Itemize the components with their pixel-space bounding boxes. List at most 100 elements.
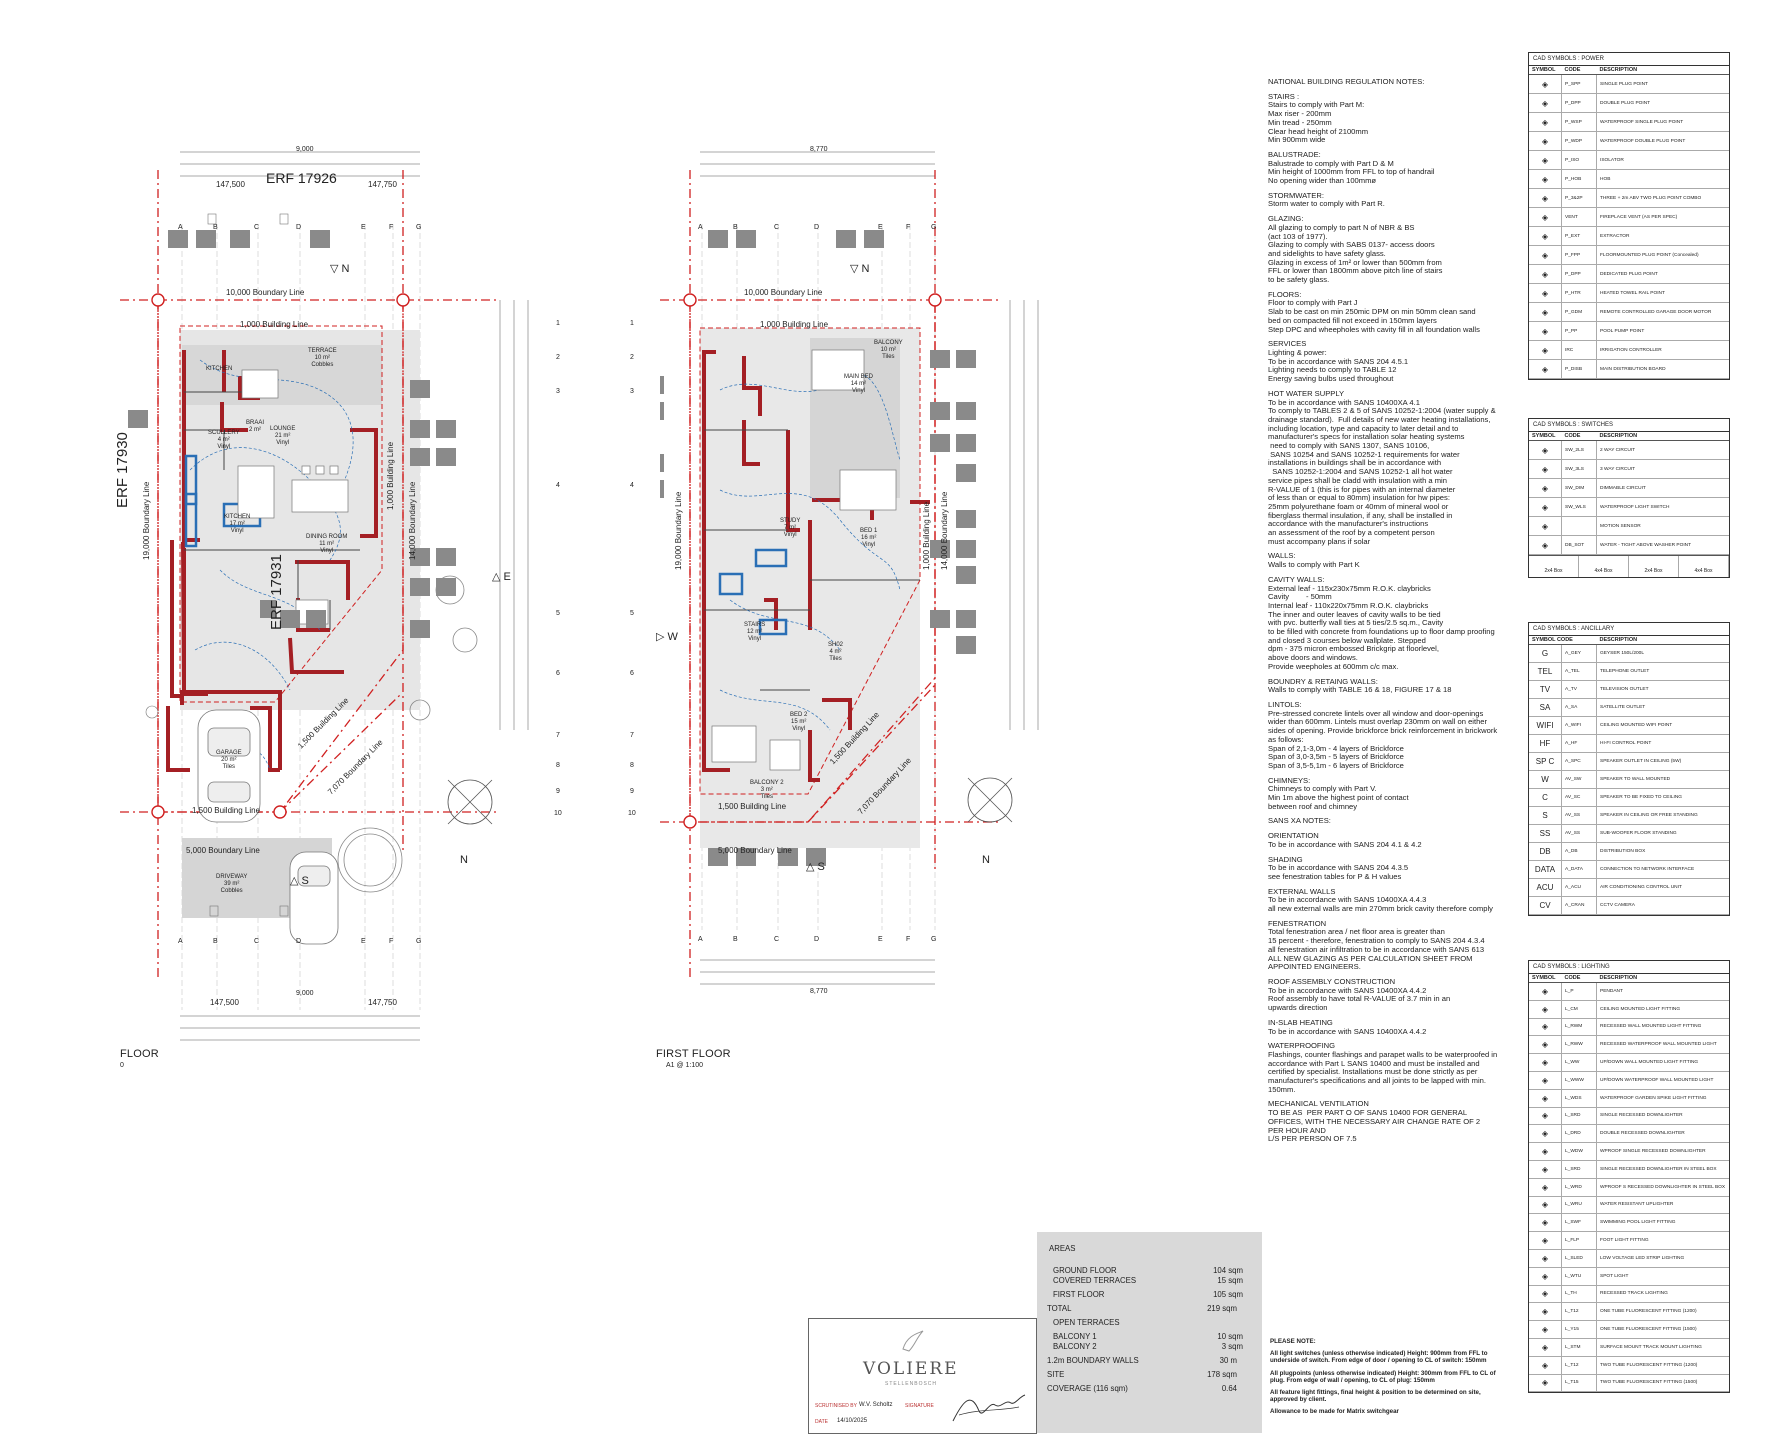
legend-header: CODE	[1561, 974, 1597, 983]
east-mark: △ E	[492, 571, 511, 583]
note-line: To be in accordance with SANS 10400XA 4.…	[1268, 397, 1420, 407]
legend-symbol: CV	[1529, 896, 1562, 915]
legend-description: MAIN DISTRIBUTION BOARD	[1596, 359, 1729, 379]
area-value: 30 m	[1219, 1356, 1237, 1365]
note-section: BOUNDRY & RETAING WALLS:Walls to comply …	[1268, 676, 1508, 695]
note-line: Internal leaf - 110x220x75mm R.O.K. clay…	[1268, 600, 1429, 610]
legend-symbol: TV	[1529, 680, 1562, 699]
note-line: dpm - 375 micron embossed Brickgrip at f…	[1268, 644, 1439, 654]
grid-col-e: E	[361, 224, 366, 231]
north-arrow-letter: N	[982, 854, 990, 866]
legend-symbol-icon: ◈	[1529, 459, 1562, 479]
area-value: 105 sqm	[1213, 1290, 1243, 1299]
legend-description: WPROOF SINGLE RECESSED DOWNLIGHTER	[1596, 1142, 1729, 1161]
note-line: Energy saving bulbs used throughout	[1268, 374, 1394, 384]
scrutinised-value: W.V. Scholtz	[859, 1402, 893, 1408]
area-label: BALCONY 1	[1053, 1332, 1097, 1341]
legend-description: WATER RESISTANT UPLIGHTER	[1596, 1196, 1729, 1215]
overall-width-bottom: 8,770	[810, 988, 828, 995]
legend-description: MOTION SENSOR	[1596, 516, 1729, 536]
note-title: BOUNDRY & RETAING WALLS:	[1268, 676, 1378, 686]
legend-code: A_TV	[1561, 680, 1597, 699]
legend-code: P_DISB	[1561, 359, 1597, 379]
note-line: To be in accordance with SANS 10400XA 4.…	[1268, 985, 1427, 995]
note-title: FENESTRATION	[1268, 918, 1327, 928]
grid-row-10: 10	[554, 810, 562, 817]
legend-row: ◈MOTION SENSOR	[1529, 516, 1729, 536]
note-section: CAVITY WALLS:External leaf - 115x230x75m…	[1268, 575, 1508, 672]
legend-description: RECESSED WATERPROOF WALL MOUNTED LIGHT	[1596, 1035, 1729, 1055]
legend-header: DESCRIPTION	[1596, 974, 1729, 983]
boundary-right-label: 14,000 Boundary Line	[408, 481, 417, 560]
legend-ancillary-title: CAD SYMBOLS : ANCILLARY	[1529, 623, 1729, 636]
legend-symbol-icon: ◈	[1529, 340, 1562, 360]
note-title: WALLS:	[1268, 551, 1296, 561]
boundary-left-label: 19,000 Boundary Line	[142, 481, 151, 560]
legend-symbol: SA	[1529, 698, 1562, 717]
grid-col-b: B	[733, 224, 738, 231]
note-title: STAIRS :	[1268, 91, 1300, 101]
legend-code: P_DPP	[1561, 264, 1597, 284]
note-line: All glazing to comply to part N of NBR &…	[1268, 222, 1415, 232]
legend-code: L_SRD	[1561, 1160, 1597, 1179]
note-line: all fenestration air infiltration to be …	[1268, 944, 1485, 954]
note-line: To be in accordance with SANS 204 4.5.1	[1268, 356, 1409, 366]
please-note-item: All light switches (unless otherwise ind…	[1270, 1350, 1488, 1365]
grid-col-e-bottom: E	[361, 938, 366, 945]
legend-description: LOW VOLTAGE LED STRIP LIGHTING	[1596, 1249, 1729, 1268]
note-title: LINTOLS:	[1268, 700, 1302, 709]
legend-code: A_ACU	[1561, 878, 1597, 897]
legend-description: DISTRIBUTION BOX	[1596, 842, 1729, 861]
building-regulation-notes: NATIONAL BUILDING REGULATION NOTES: STAI…	[1268, 77, 1508, 1144]
area-value: 104 sqm	[1213, 1266, 1243, 1275]
note-line: ALL NEW GLAZING AS PER CALCULATION SHEET…	[1268, 953, 1473, 963]
legend-symbol: S	[1529, 806, 1562, 825]
note-line: No opening wider than 100mmø	[1268, 176, 1377, 186]
legend-header: SYMBOL	[1529, 66, 1562, 75]
note-line: To be in accordance with SANS 10400XA 4.…	[1268, 1026, 1427, 1036]
note-line: SANS 10252-1:2004 and SANS 10252-1 all h…	[1268, 467, 1453, 477]
boundary-top-label: 10,000 Boundary Line	[744, 288, 823, 297]
dim-bottom-1: 147,500	[210, 998, 239, 1007]
legend-description: SINGLE RECESSED DOWNLIGHTER	[1596, 1107, 1729, 1126]
grid-col-c-bottom: C	[774, 936, 780, 943]
note-section: STORMWATER:Storm water to comply with Pa…	[1268, 191, 1508, 209]
overall-width-bottom: 9,000	[296, 990, 314, 997]
grid-row-5: 5	[630, 610, 634, 617]
building-bottom-label: 1,500 Building Line	[718, 802, 787, 811]
legend-switches-title: CAD SYMBOLS : SWITCHES	[1529, 419, 1729, 432]
building-bottom-label: 1,500 Building Line	[192, 806, 261, 815]
note-line: all new external walls are min 270mm bri…	[1268, 904, 1493, 914]
area-label: 1.2m BOUNDARY WALLS	[1047, 1356, 1139, 1365]
legend-description: HI-FI CONTROL POINT	[1596, 734, 1729, 753]
legend-description: FLOORMOUNTED PLUG POINT (Concealed)	[1596, 245, 1729, 265]
legend-symbol-icon: ◈	[1529, 1213, 1562, 1233]
note-line: Min tread - 250mm	[1268, 117, 1332, 127]
legend-symbol-icon: ◈	[1529, 1124, 1562, 1144]
legend-symbol-icon: ◈	[1529, 1374, 1562, 1393]
legend-symbol-icon: ◈	[1529, 1356, 1562, 1375]
note-line: sides of opening. Provide brickforce bri…	[1268, 726, 1498, 736]
legend-description: SINGLE PLUG POINT	[1596, 74, 1729, 94]
note-line: with pvc. butterfly wall ties at 5 ties/…	[1268, 618, 1444, 628]
legend-description: SPEAKER TO BE FIXED TO CEILING	[1596, 788, 1729, 807]
scrutinised-label: SCRUTINISED BY	[815, 1403, 857, 1409]
grid-row-2: 2	[556, 354, 560, 361]
legend-symbol: TEL	[1529, 662, 1562, 681]
note-section: GLAZING:All glazing to comply to part N …	[1268, 214, 1508, 285]
legend-symbol-icon: ◈	[1529, 1142, 1562, 1161]
